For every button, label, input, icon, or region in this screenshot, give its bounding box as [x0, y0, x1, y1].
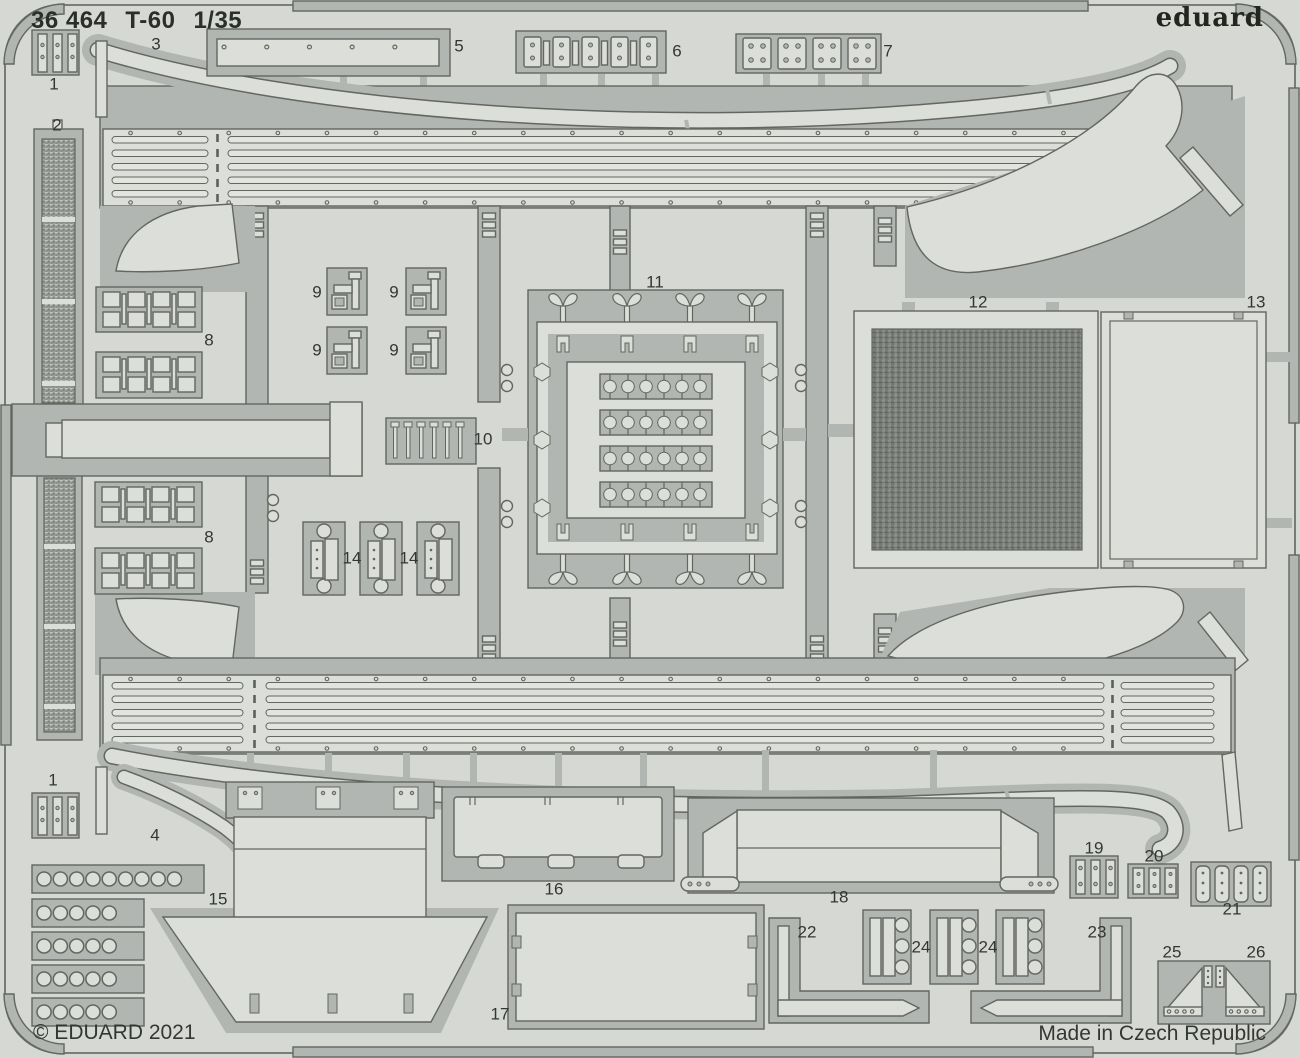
upper-right-fender-end — [905, 73, 1245, 298]
part-13-panel — [1100, 311, 1292, 569]
part-10-pin-strip — [385, 417, 477, 465]
part-label-6: 6 — [672, 41, 682, 61]
part-14-hinge-plates — [302, 521, 460, 596]
part-label-25: 25 — [1162, 942, 1182, 962]
part-23-angle-bracket — [970, 917, 1132, 1024]
part-label-10: 10 — [473, 429, 493, 449]
part-16-box — [441, 786, 675, 882]
part-15-hull-tub — [150, 781, 499, 1033]
part-label-17: 17 — [490, 1004, 510, 1024]
tow-bar-part — [11, 401, 363, 477]
part-label-16: 16 — [544, 879, 564, 899]
part-label-23: 23 — [1087, 922, 1107, 942]
lower-fender-band — [99, 585, 1249, 755]
part-label-2: 2 — [52, 115, 62, 135]
part-label-8: 8 — [204, 330, 214, 350]
part-label-8: 8 — [204, 527, 214, 547]
sheet-header: 36 464 T-60 1/35 — [31, 7, 260, 35]
part-label-14: 14 — [342, 548, 362, 568]
part-20-strip — [1127, 863, 1179, 899]
part-1-strip-top — [31, 29, 108, 118]
part-7-plate-strip — [735, 33, 882, 74]
part-label-5: 5 — [454, 36, 464, 56]
part-label-13: 13 — [1246, 292, 1266, 312]
rivet-disc-strips — [31, 864, 205, 1027]
part-label-9: 9 — [312, 340, 322, 360]
part-label-12: 12 — [968, 292, 988, 312]
made-in-text: Made in Czech Republic — [1038, 1022, 1266, 1045]
part-label-11: 11 — [646, 272, 664, 292]
part-2-mesh-strip — [33, 119, 84, 414]
part-18-rear-plate — [680, 797, 1059, 894]
part-label-14: 14 — [399, 548, 419, 568]
part-6-bracket-strip — [515, 30, 667, 74]
part-21-plates — [1190, 861, 1272, 907]
product-name: T-60 — [125, 7, 176, 34]
part-label-22: 22 — [797, 922, 817, 942]
part-2-mesh-strip-second — [36, 469, 83, 741]
fan-segment-upper — [100, 203, 255, 292]
part-11-hatch-frame — [527, 289, 784, 589]
part-25-26-gussets — [1157, 960, 1271, 1025]
part-24-hinges — [862, 909, 1045, 985]
part-5-rail — [206, 28, 451, 77]
part-22-angle-bracket — [768, 917, 930, 1024]
part-label-21: 21 — [1222, 899, 1242, 919]
part-label-9: 9 — [389, 282, 399, 302]
scale: 1/35 — [193, 7, 243, 34]
part-label-26: 26 — [1246, 942, 1266, 962]
sprue-columns — [245, 205, 897, 676]
part-label-20: 20 — [1144, 846, 1164, 866]
part-label-1: 1 — [49, 74, 59, 94]
part-label-24: 24 — [911, 937, 931, 957]
part-label-24: 24 — [978, 937, 998, 957]
upper-fender-band — [82, 34, 1233, 209]
part-label-15: 15 — [208, 889, 228, 909]
part-9-valves — [326, 267, 447, 375]
part-label-7: 7 — [883, 41, 893, 61]
part-label-4: 4 — [150, 825, 160, 845]
part-label-9: 9 — [312, 282, 322, 302]
copyright-text: © EDUARD 2021 — [33, 1021, 196, 1044]
part-label-9: 9 — [389, 340, 399, 360]
part-17-panel — [507, 904, 765, 1030]
part-label-1: 1 — [48, 770, 58, 790]
part-19-strip — [1069, 855, 1119, 899]
catalog-number: 36 464 — [31, 7, 108, 34]
part-label-19: 19 — [1084, 838, 1104, 858]
part-label-3: 3 — [151, 34, 161, 54]
brand-logo: eduard — [1155, 3, 1264, 33]
part-12-mesh-grille — [502, 302, 1099, 569]
part-1-strip-bottom — [31, 766, 108, 839]
part-8-bracket-groups — [94, 286, 203, 595]
part-label-18: 18 — [829, 887, 849, 907]
